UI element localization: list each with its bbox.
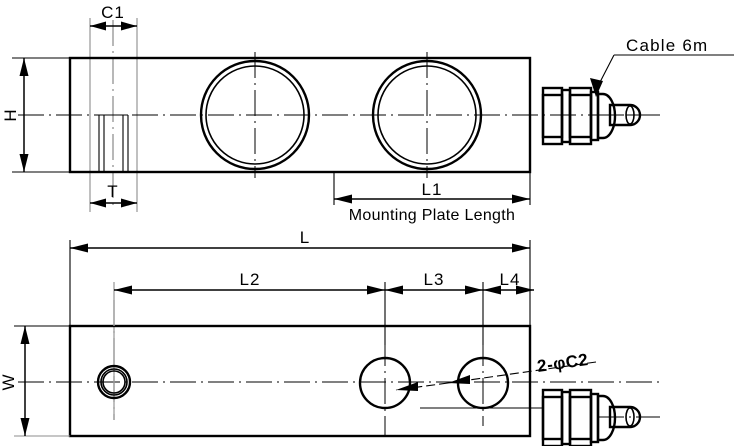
dimension-label-h: H (1, 108, 20, 121)
dimension-h: H (1, 57, 70, 173)
arrowhead-l1-right (512, 194, 530, 204)
side-bore-left (199, 52, 311, 178)
arrowhead-l2-right (367, 285, 385, 295)
dimension-label-t: T (107, 182, 118, 201)
plan-hole-middle (358, 356, 412, 410)
dimension-chain-l2-l3-l4: L2 L3 L4 (114, 270, 534, 295)
annotation-hole-callout: 2-φC2 (395, 350, 597, 391)
arrowhead-l3-left (385, 285, 403, 295)
dimension-l1: L1 Mounting Plate Length (333, 172, 531, 224)
dimension-l: L (70, 228, 530, 253)
dimension-t: T (90, 182, 137, 208)
arrowhead-hole-callout-a (448, 375, 470, 384)
arrowhead-c1-left (90, 21, 106, 31)
arrowhead-l1-left (334, 194, 352, 204)
dimension-label-l3: L3 (424, 270, 445, 289)
arrowhead-t-left (90, 198, 106, 208)
arrowhead-l-right (512, 243, 530, 253)
arrowhead-w-bottom (20, 418, 30, 436)
arrowhead-cable-leader (590, 78, 603, 97)
arrowhead-l2-left (114, 285, 132, 295)
dimension-label-w: W (0, 373, 18, 390)
dimension-label-l1: L1 (422, 180, 443, 199)
arrowhead-l4-right (516, 285, 534, 295)
arrowhead-w-top (20, 326, 30, 344)
dimension-label-l: L (300, 228, 310, 247)
arrowhead-h-top (19, 58, 29, 76)
dimension-w: W (0, 325, 70, 437)
arrowhead-l4-left (483, 285, 501, 295)
plan-top-view: L L2 L3 L4 (0, 228, 660, 446)
dimension-label-l4: L4 (500, 270, 521, 289)
plan-hole-left (96, 364, 132, 400)
arrowhead-c1-right (121, 21, 137, 31)
annotation-label-cable: Cable 6m (626, 36, 708, 55)
arrowhead-h-bottom (19, 154, 29, 172)
arrowhead-l3-right (465, 285, 483, 295)
side-elevation-view: C1 H T (1, 3, 734, 224)
plan-cable-connector (420, 388, 660, 446)
caption-mounting-plate-length: Mounting Plate Length (349, 207, 515, 224)
annotation-cable: Cable 6m (590, 36, 734, 97)
annotation-label-hole-callout: 2-φC2 (536, 350, 590, 376)
dimension-label-c1: C1 (101, 3, 125, 22)
plan-body-outline (68, 324, 532, 438)
dimension-c1: C1 (90, 3, 137, 31)
side-bore-right (371, 52, 483, 178)
arrowhead-t-right (121, 198, 137, 208)
side-cable-connector (541, 86, 660, 146)
leader-line-hole-callout-a (447, 361, 597, 384)
arrowhead-hole-callout-b (396, 382, 418, 391)
dimension-label-l2: L2 (240, 270, 261, 289)
arrowhead-l-left (70, 243, 88, 253)
